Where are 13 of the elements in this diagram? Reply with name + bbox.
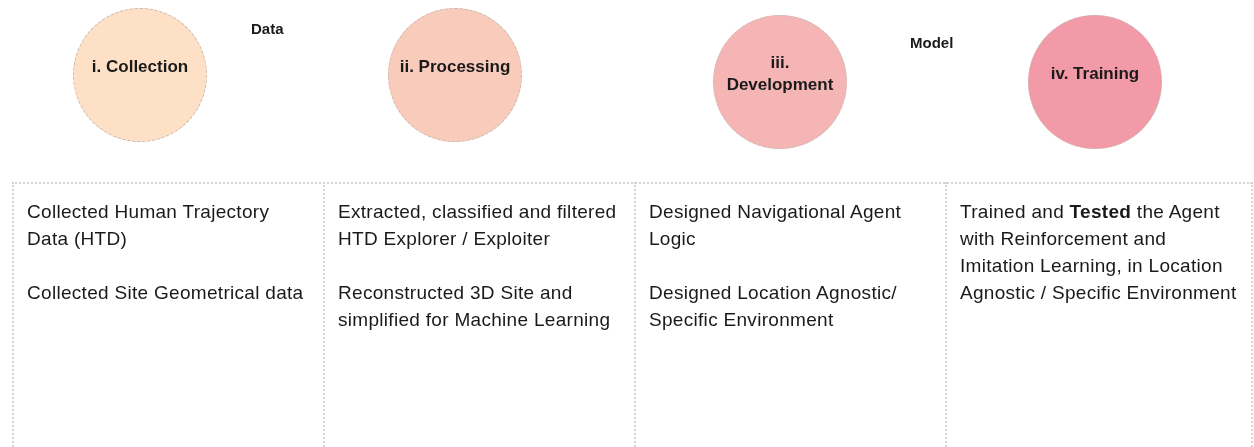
cell-text: Trained and Tested the Agent with Reinforcement and Imitation Learning, in Location Agnostic / Specific Environment: [960, 200, 1238, 305]
cell-text: Reconstructed 3D Site and simplified for Machine Learning: [338, 281, 612, 332]
stage-circle: ii. Processing: [388, 8, 522, 142]
stage-circle: i. Collection: [73, 8, 207, 142]
stage-circle: iii. Development: [713, 15, 847, 149]
phase-label: Model: [910, 34, 954, 51]
cell-text: Extracted, classified and filtered HTD Explorer / Exploiter: [338, 200, 618, 251]
cell-text: Collected Human Trajectory Data (HTD): [27, 200, 271, 251]
cell-text: Designed Location Agnostic/ Specific Environment: [649, 281, 898, 332]
cell-text: Designed Navigational Agent Logic: [649, 200, 903, 251]
cell-text: Collected Site Geometrical data: [27, 281, 305, 305]
stage-circle: iv. Training: [1028, 15, 1162, 149]
phase-label: Data: [251, 20, 284, 37]
